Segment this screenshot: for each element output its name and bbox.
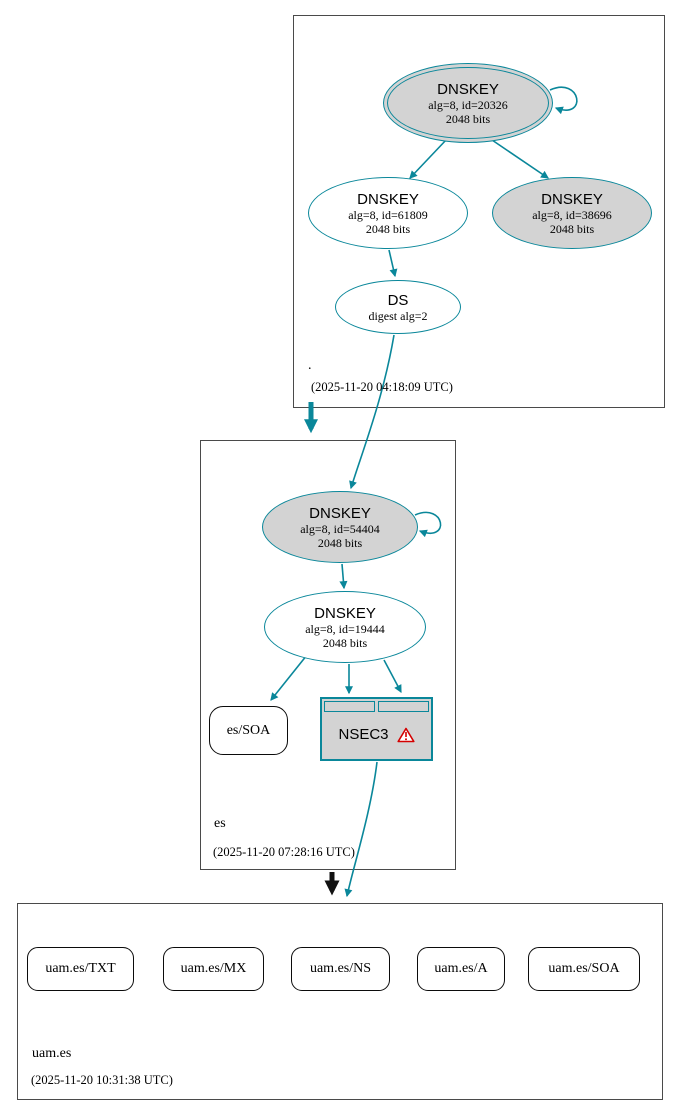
- dnskey-bits: 2048 bits: [322, 635, 368, 650]
- zone-timestamp-uam-es: (2025-11-20 10:31:38 UTC): [31, 1073, 173, 1087]
- dnskey-title: DNSKEY: [314, 604, 376, 622]
- dnskey-bits: 2048 bits: [445, 111, 491, 126]
- root-ksk-dnskey-node: DNSKEY alg=8, id=20326 2048 bits: [383, 63, 553, 143]
- dnskey-bits: 2048 bits: [365, 221, 411, 236]
- uam-es-a-rrset-node: uam.es/A: [417, 947, 505, 991]
- rrset-label: uam.es/NS: [309, 961, 372, 976]
- dnskey-title: DNSKEY: [357, 190, 419, 208]
- dnskey-title: DNSKEY: [437, 80, 499, 98]
- dnskey-alg-id: alg=8, id=61809: [348, 207, 428, 222]
- nsec3-record-cells: [324, 701, 429, 712]
- zone-box-uam-es: [17, 903, 663, 1100]
- dnskey-title: DNSKEY: [309, 504, 371, 522]
- warning-icon: [396, 727, 415, 742]
- uam-es-ns-rrset-node: uam.es/NS: [291, 947, 390, 991]
- nsec3-record-cell: [324, 701, 375, 712]
- rrset-label: uam.es/TXT: [45, 961, 116, 976]
- root-dnskey-38696-node: DNSKEY alg=8, id=38696 2048 bits: [492, 177, 652, 249]
- es-zsk-dnskey-node: DNSKEY alg=8, id=19444 2048 bits: [264, 591, 426, 663]
- dnskey-alg-id: alg=8, id=20326: [428, 97, 508, 112]
- dnskey-bits: 2048 bits: [549, 221, 595, 236]
- rrset-label: es/SOA: [226, 722, 271, 738]
- dnskey-title: DNSKEY: [541, 190, 603, 208]
- zone-timestamp-root: (2025-11-20 04:18:09 UTC): [311, 380, 453, 394]
- uam-es-txt-rrset-node: uam.es/TXT: [27, 947, 134, 991]
- nsec3-node: NSEC3: [320, 697, 433, 761]
- es-soa-rrset-node: es/SOA: [209, 706, 288, 755]
- dnskey-alg-id: alg=8, id=38696: [532, 207, 612, 222]
- nsec3-record-cell: [378, 701, 429, 712]
- ds-title: DS: [387, 291, 409, 309]
- ds-digest: digest alg=2: [368, 308, 428, 323]
- uam-es-mx-rrset-node: uam.es/MX: [163, 947, 264, 991]
- dnskey-alg-id: alg=8, id=54404: [300, 521, 380, 536]
- es-ksk-dnskey-node: DNSKEY alg=8, id=54404 2048 bits: [262, 491, 418, 563]
- uam-es-soa-rrset-node: uam.es/SOA: [528, 947, 640, 991]
- rrset-label: uam.es/MX: [180, 961, 247, 976]
- rrset-label: uam.es/A: [434, 961, 488, 976]
- zone-name-root: .: [308, 358, 312, 373]
- dnskey-bits: 2048 bits: [317, 535, 363, 550]
- nsec3-label: NSEC3: [338, 726, 389, 743]
- root-zsk-dnskey-node: DNSKEY alg=8, id=61809 2048 bits: [308, 177, 468, 249]
- zone-timestamp-es: (2025-11-20 07:28:16 UTC): [213, 845, 355, 859]
- ds-node: DS digest alg=2: [335, 280, 461, 334]
- zone-name-uam-es: uam.es: [32, 1046, 72, 1061]
- dnskey-alg-id: alg=8, id=19444: [305, 621, 385, 636]
- zone-name-es: es: [214, 816, 226, 831]
- rrset-label: uam.es/SOA: [548, 961, 620, 976]
